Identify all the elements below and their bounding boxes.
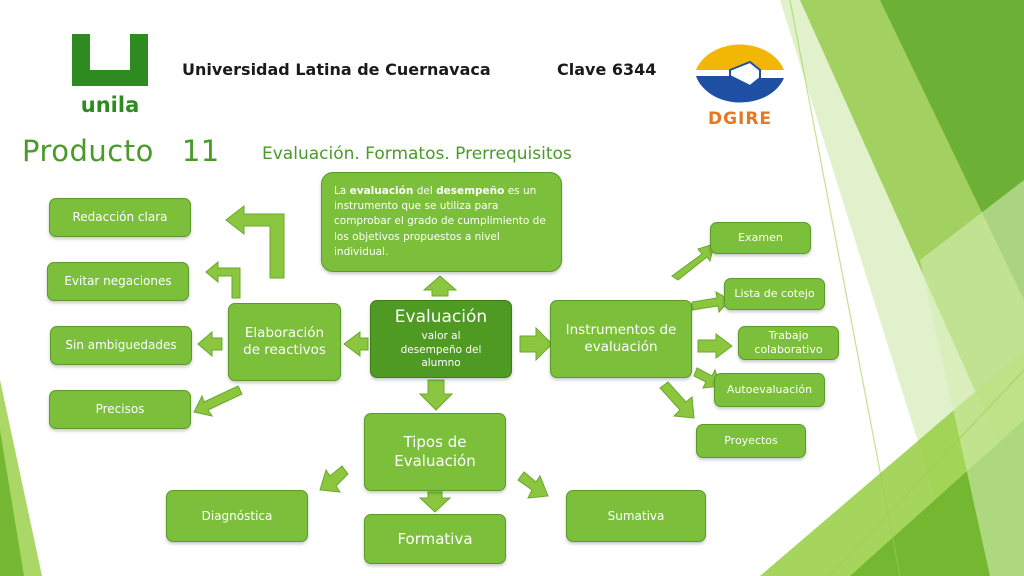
- item-redaccion-clara: Redacción clara: [49, 198, 191, 237]
- unila-logo: unila: [72, 34, 148, 117]
- title-word: Producto: [22, 134, 154, 168]
- center-title: Evaluación: [394, 306, 488, 327]
- definition-text: La evaluación del desempeño es un instru…: [334, 184, 546, 258]
- item-evitar-negaciones: Evitar negaciones: [47, 262, 189, 301]
- page-subtitle: Evaluación. Formatos. Prerrequisitos: [262, 144, 572, 164]
- university-name: Universidad Latina de Cuernavaca: [182, 60, 491, 79]
- item-diagnostica: Diagnóstica: [166, 490, 308, 542]
- item-lista-de-cotejo: Lista de cotejo: [724, 278, 825, 310]
- svg-text:DGIRE: DGIRE: [708, 109, 772, 128]
- item-formativa: Formativa: [364, 514, 506, 564]
- center-node-evaluacion: Evaluación valor al desempeño del alumno: [370, 300, 512, 378]
- dgire-logo: DGIRE: [693, 36, 787, 128]
- clave-label: Clave 6344: [557, 60, 657, 79]
- item-sin-ambiguedades: Sin ambiguedades: [50, 326, 192, 365]
- item-trabajo-colaborativo: Trabajo colaborativo: [738, 326, 839, 360]
- item-examen: Examen: [710, 222, 811, 254]
- hub-instrumentos-evaluacion: Instrumentos de evaluación: [550, 300, 692, 378]
- item-autoevaluacion: Autoevaluación: [714, 373, 825, 407]
- page-title: Producto 11: [22, 134, 220, 168]
- hub-tipos-evaluacion: Tipos de Evaluación: [364, 413, 506, 491]
- title-number: 11: [181, 134, 220, 168]
- definition-box: La evaluación del desempeño es un instru…: [321, 172, 562, 272]
- svg-text:unila: unila: [81, 93, 139, 117]
- item-proyectos: Proyectos: [696, 424, 806, 458]
- hub-elaboracion-reactivos: Elaboración de reactivos: [228, 303, 341, 381]
- center-subtitle: valor al desempeño del alumno: [400, 330, 482, 370]
- item-precisos: Precisos: [49, 390, 191, 429]
- item-sumativa: Sumativa: [566, 490, 706, 542]
